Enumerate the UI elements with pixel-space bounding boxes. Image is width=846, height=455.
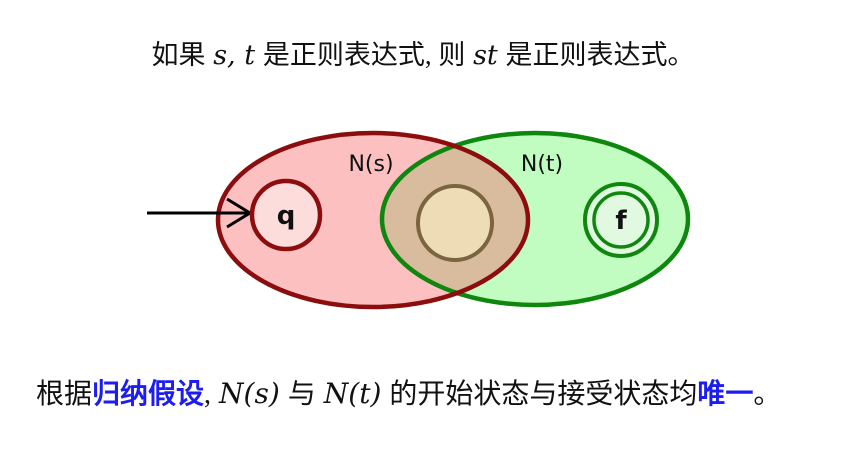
accept-state-label: f <box>615 206 627 236</box>
conclusion-segment: 的开始状态与接受状态均 <box>382 379 698 410</box>
nt-label: N(t) <box>521 152 563 177</box>
accept-state-inner-circle <box>592 191 650 249</box>
start-state-label: q <box>277 201 296 231</box>
conclusion-segment: 与 <box>280 379 323 410</box>
unique-highlight: 唯一 <box>697 379 754 410</box>
statement-text: 如果 s, t 是正则表达式, 则 st 是正则表达式。 <box>0 33 846 72</box>
conclusion-text: 根据归纳假设, N(s) 与 N(t) 的开始状态与接受状态均唯一。 <box>36 372 781 412</box>
start-state-circle <box>249 178 323 252</box>
induction-hypothesis-highlight: 归纳假设 <box>92 379 205 410</box>
conclusion-segment: 根据 <box>36 379 93 410</box>
conclusion-segment: 。 <box>753 379 782 410</box>
statement-segment: 是正则表达式。 <box>498 40 695 70</box>
statement-segment: 是正则表达式, 则 <box>256 40 473 70</box>
statement-segment: 如果 <box>151 40 213 70</box>
overlap-region <box>382 133 528 305</box>
statement-math-st: s, t <box>213 40 256 71</box>
conclusion-math-nt: N(t) <box>323 377 382 410</box>
nt-ellipse-outline <box>379 130 691 308</box>
ns-label: N(s) <box>348 152 393 177</box>
statement-math-concat: st <box>473 40 498 71</box>
merged-state-circle <box>416 184 494 262</box>
ns-ellipse-outline <box>215 130 531 310</box>
conclusion-segment: , <box>204 379 219 410</box>
conclusion-math-ns: N(s) <box>219 377 280 410</box>
